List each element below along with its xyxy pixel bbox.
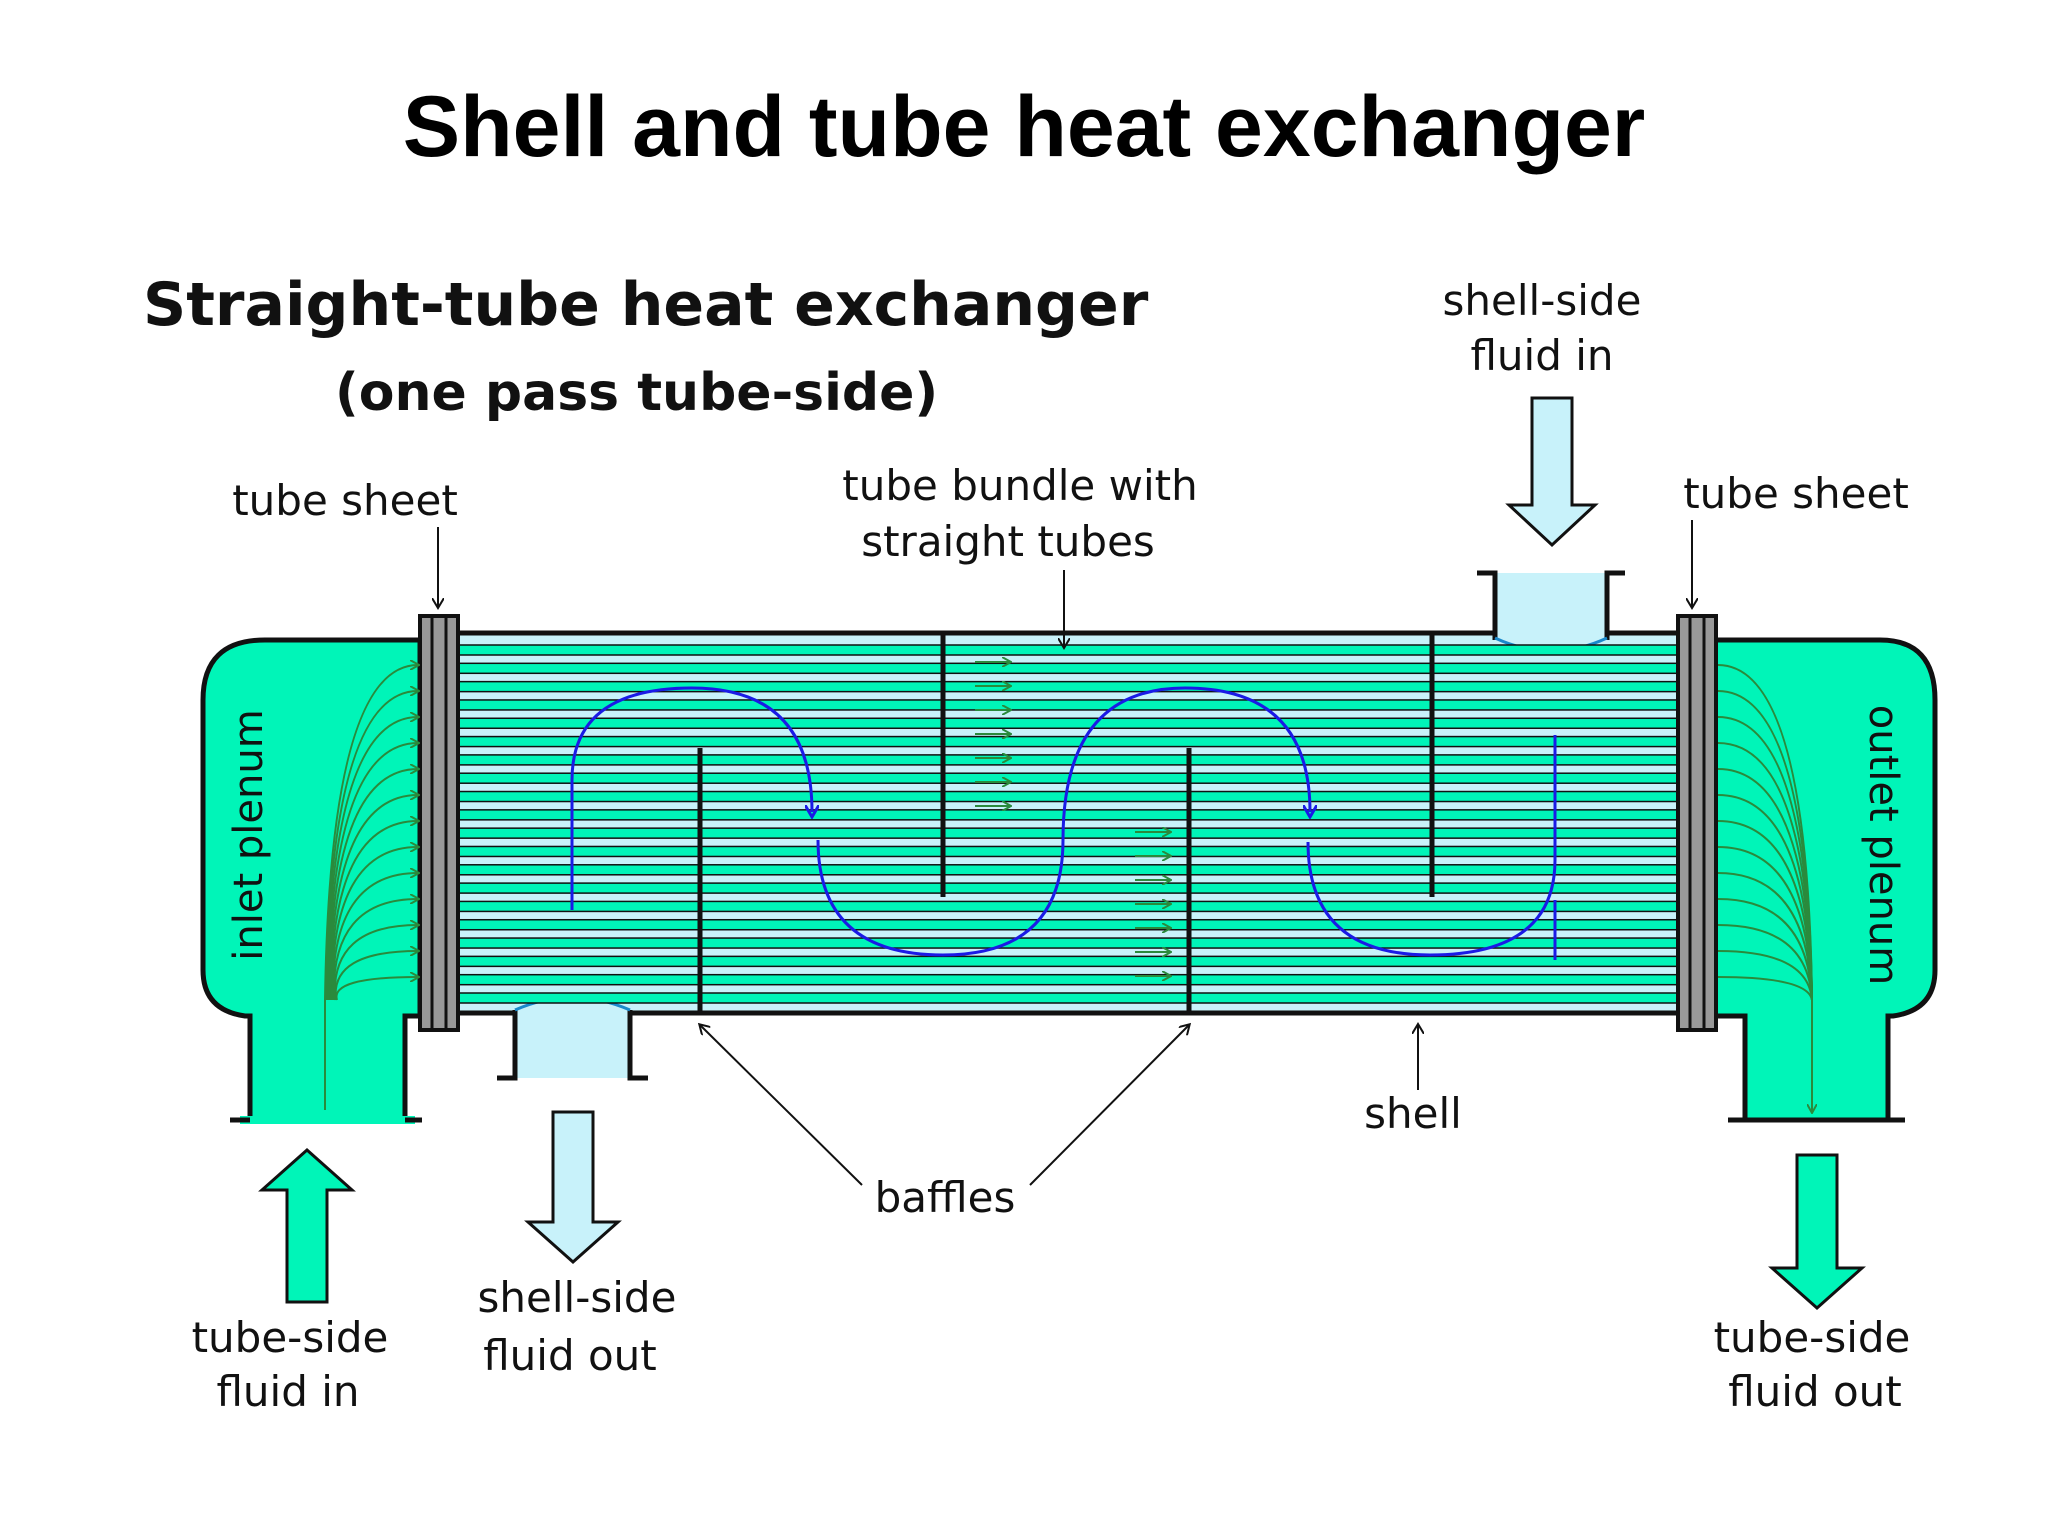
inlet-flow-arrow <box>327 743 418 1001</box>
label-tube-sheet-left: tube sheet <box>232 476 458 525</box>
label-shell-side-in-1: shell-side <box>1443 276 1642 325</box>
shell-side-fluid-out-arrow <box>524 1110 622 1265</box>
inlet-flow-arrow <box>328 769 418 1001</box>
label-tube-sheet-right: tube sheet <box>1683 469 1909 518</box>
slide-title: Shell and tube heat exchanger <box>402 79 1646 175</box>
inlet-flow-arrow <box>332 899 418 1001</box>
inlet-flow-arrow <box>329 795 418 1001</box>
outlet-plenum <box>1707 637 1938 1123</box>
label-tube-side-out-1: tube-side <box>1714 1313 1911 1362</box>
tube-side-fluid-in-arrow <box>258 1147 356 1304</box>
tube <box>454 699 1688 711</box>
inlet-flow-arrow <box>324 665 418 1001</box>
inlet-flow-arrow <box>333 925 418 1001</box>
diagram-heading: Straight-tube heat exchanger <box>143 270 1149 340</box>
tube <box>454 955 1688 968</box>
inlet-plenum <box>200 637 423 1123</box>
label-inlet-plenum: inlet plenum <box>226 709 272 960</box>
inlet-flow-arrow <box>335 977 418 1001</box>
tube-sheet-right <box>1676 614 1718 1032</box>
inlet-flow-arrow <box>325 691 418 1001</box>
label-tube-bundle-1: tube bundle with <box>842 461 1197 510</box>
tube <box>454 717 1688 730</box>
label-pointers <box>438 520 1692 1186</box>
tube <box>454 662 1688 675</box>
shell-outlet-nozzle <box>497 996 648 1081</box>
tube <box>454 973 1688 986</box>
tube <box>454 790 1688 803</box>
baffle-crossing-arrows <box>975 662 1170 976</box>
tube <box>454 827 1688 839</box>
inlet-flow-arrow <box>334 951 418 1001</box>
tube <box>454 918 1688 931</box>
label-tube-side-out-2: fluid out <box>1728 1367 1902 1416</box>
label-baffles: baffles <box>875 1173 1016 1222</box>
outlet-flow-arrow <box>1717 950 1813 1001</box>
label-shell: shell <box>1364 1089 1462 1138</box>
tube-side-flow-arrows <box>324 665 1813 1112</box>
tube-sheet-left <box>418 614 460 1032</box>
inlet-flow-arrow <box>329 821 418 1001</box>
label-shell-side-out-1: shell-side <box>478 1273 677 1322</box>
outlet-flow-arrow <box>1717 924 1813 1001</box>
label-outlet-plenum: outlet plenum <box>1860 705 1906 985</box>
tube <box>454 992 1688 1004</box>
shell-inlet-nozzle <box>1477 570 1625 653</box>
label-tube-side-in-2: fluid in <box>216 1367 359 1416</box>
tube <box>454 754 1688 766</box>
shell-side-flow-path <box>570 686 1557 960</box>
tube <box>454 882 1688 894</box>
tube <box>454 845 1688 858</box>
outlet-flow-arrow <box>1717 898 1813 1001</box>
tube <box>454 900 1688 913</box>
tube <box>454 680 1688 693</box>
shell-side-fluid-in-arrow <box>1505 396 1599 548</box>
tube <box>454 809 1688 821</box>
tube <box>454 735 1688 748</box>
baffles-group <box>697 633 1435 1013</box>
inlet-flow-arrow <box>326 717 418 1001</box>
inlet-flow-arrow <box>331 873 418 1001</box>
tube <box>454 864 1688 876</box>
inlet-flow-arrow <box>330 847 418 1001</box>
label-shell-side-out-2: fluid out <box>483 1331 657 1380</box>
label-shell-side-in-2: fluid in <box>1470 331 1613 380</box>
outlet-flow-arrow <box>1717 976 1813 1001</box>
tube <box>454 644 1688 656</box>
tube-side-fluid-out-arrow <box>1768 1153 1866 1311</box>
diagram-subheading: (one pass tube-side) <box>335 363 938 423</box>
label-tube-side-in-1: tube-side <box>192 1313 389 1362</box>
label-tube-bundle-2: straight tubes <box>861 517 1155 566</box>
